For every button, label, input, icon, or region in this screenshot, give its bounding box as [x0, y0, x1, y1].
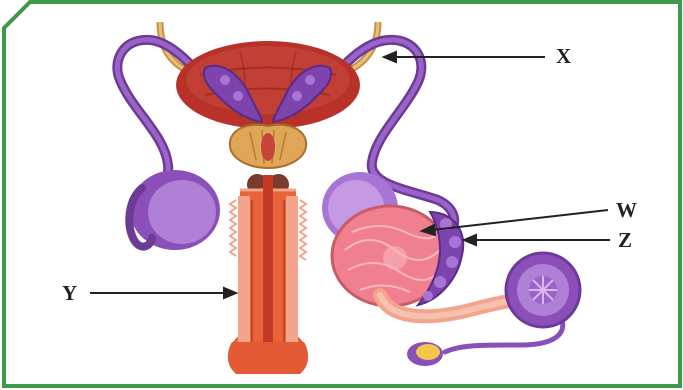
- corpus-cavernosum-right: [286, 196, 298, 346]
- label-y: Y: [62, 283, 77, 304]
- glans: [228, 342, 308, 374]
- label-w: W: [616, 200, 637, 221]
- label-z: Z: [618, 230, 632, 251]
- urethra: [263, 175, 273, 370]
- corpus-cavernosum-left: [238, 196, 250, 346]
- label-x: X: [556, 46, 571, 67]
